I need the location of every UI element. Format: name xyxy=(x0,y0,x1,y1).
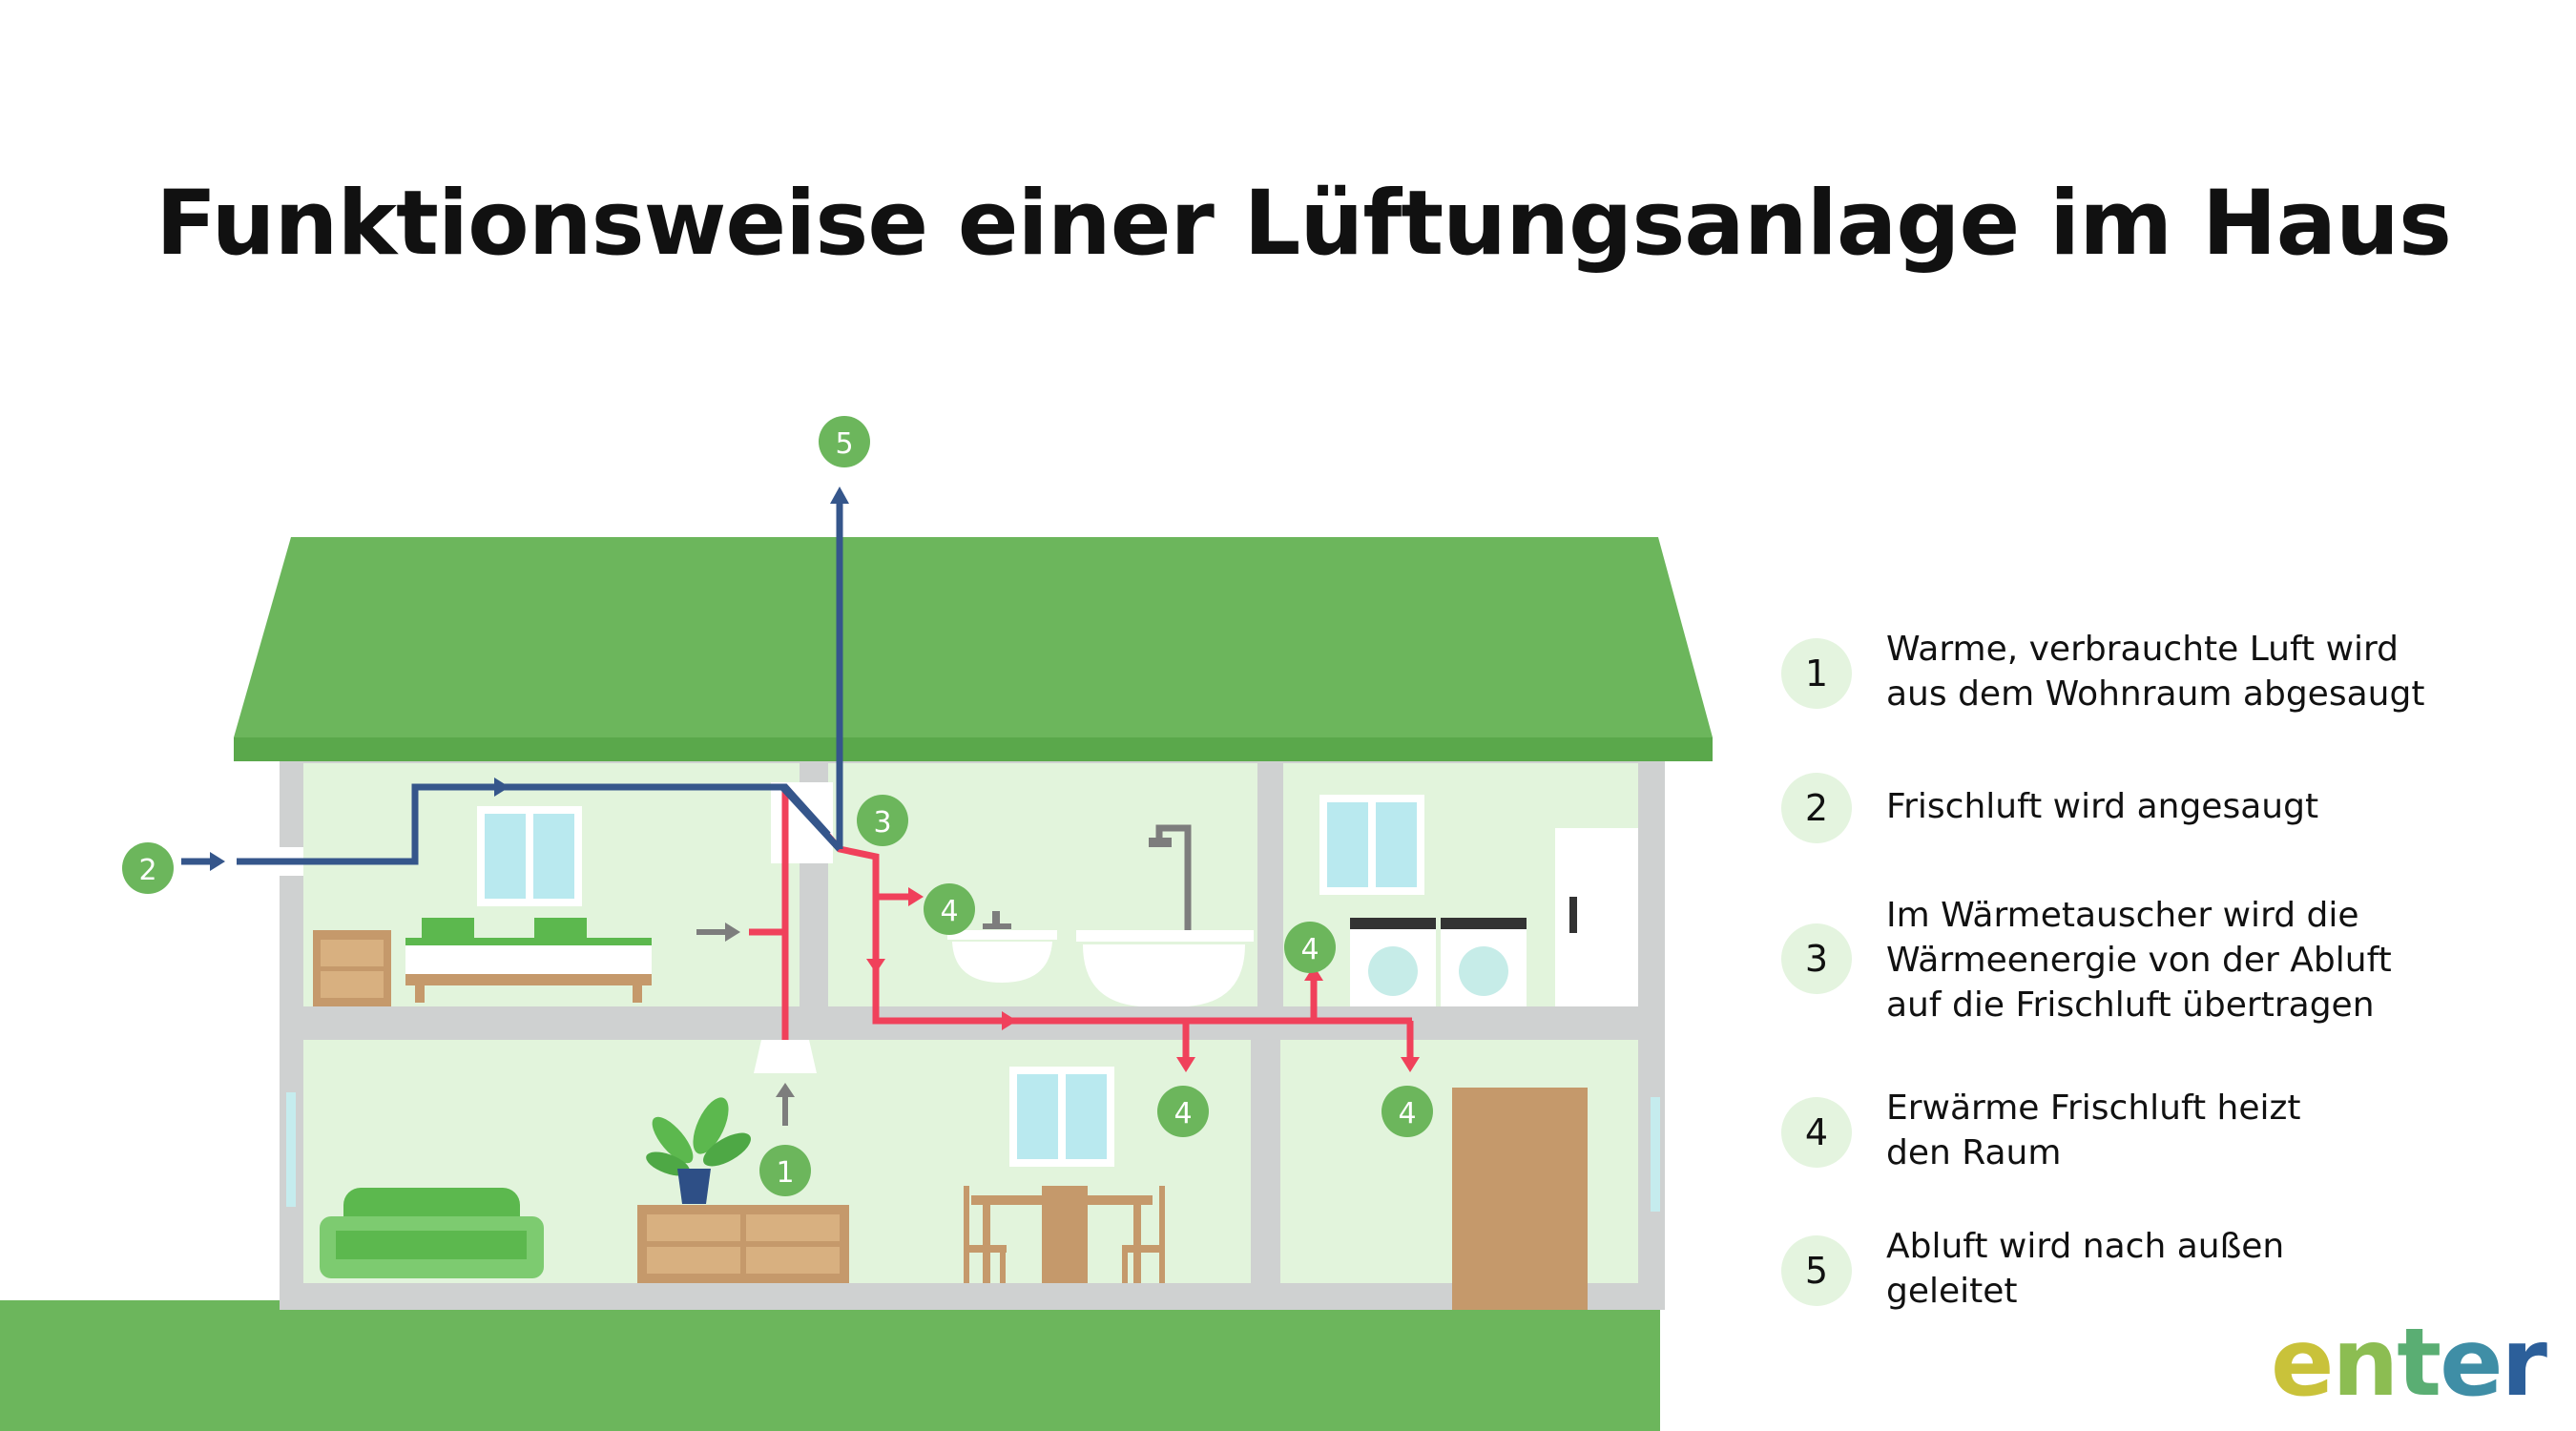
marker-2-label: 2 xyxy=(138,854,156,887)
marker-4-hall: 4 xyxy=(1381,1086,1433,1137)
dining-table xyxy=(964,1186,1165,1283)
marker-4-living-label: 4 xyxy=(1174,1097,1192,1130)
marker-5-label: 5 xyxy=(835,427,853,461)
legend-text-5: Abluft wird nach außen geleitet xyxy=(1886,1227,2285,1311)
sink xyxy=(947,911,1057,983)
bed xyxy=(405,918,652,1003)
marker-4-hall-label: 4 xyxy=(1398,1097,1416,1130)
ground xyxy=(0,1300,1660,1431)
legend-text-2: Frischluft wird angesaugt xyxy=(1886,787,2319,826)
bedroom-window xyxy=(477,806,582,906)
door xyxy=(1452,1088,1588,1310)
marker-1: 1 xyxy=(759,1145,811,1196)
dryer xyxy=(1441,918,1527,1006)
side-window-left xyxy=(286,1092,296,1207)
marker-4-bathroom-label: 4 xyxy=(940,895,958,928)
bathtub xyxy=(1076,930,1254,1006)
legend-number-4: 4 xyxy=(1781,1097,1852,1168)
marker-4-living: 4 xyxy=(1157,1086,1209,1137)
logo-letter-r: r xyxy=(2501,1309,2547,1418)
exhaust-vent xyxy=(754,1040,817,1073)
legend-number-3: 3 xyxy=(1781,923,1852,994)
fresh-air-arrowheads xyxy=(210,487,849,871)
house-plant xyxy=(646,1097,751,1204)
sideboard xyxy=(637,1205,849,1283)
legend-text-3: Im Wärmetauscher wird die Wärmeenergie v… xyxy=(1886,896,2392,1025)
fresh-air-inlet-right xyxy=(779,784,842,852)
washing-machine xyxy=(1350,918,1436,1006)
laundry-window xyxy=(1319,795,1424,895)
heat-exchanger-unit xyxy=(771,782,833,863)
nightstand xyxy=(313,930,391,1006)
marker-4-laundry-label: 4 xyxy=(1300,933,1319,966)
marker-4-bathroom: 4 xyxy=(924,883,975,935)
roof xyxy=(234,537,1713,737)
warm-air-arrowheads xyxy=(866,887,1420,1072)
marker-2: 2 xyxy=(122,842,174,894)
logo-letter-n: n xyxy=(2332,1309,2399,1418)
legend-text-4: Erwärme Frischluft heizt den Raum xyxy=(1886,1089,2301,1172)
roof-eave xyxy=(234,737,1713,761)
logo-letter-e1: e xyxy=(2271,1309,2334,1418)
airflow-arrow-grey-up xyxy=(776,1083,795,1126)
sofa xyxy=(320,1188,544,1278)
enter-logo: enter xyxy=(2271,1309,2547,1418)
marker-4-laundry: 4 xyxy=(1284,922,1336,973)
legend-number-5: 5 xyxy=(1781,1235,1852,1306)
side-window-right xyxy=(1651,1097,1660,1212)
marker-5: 5 xyxy=(819,416,870,467)
living-window xyxy=(1009,1067,1114,1167)
logo-letter-e2: e xyxy=(2440,1309,2503,1418)
marker-1-label: 1 xyxy=(776,1156,794,1190)
marker-3: 3 xyxy=(857,795,908,846)
fridge xyxy=(1555,828,1638,1006)
page-title: Funktionsweise einer Lüftungsanlage im H… xyxy=(156,172,2452,276)
legend-number-2: 2 xyxy=(1781,773,1852,843)
marker-3-label: 3 xyxy=(873,806,891,840)
legend-text-1: Warme, verbrauchte Luft wird aus dem Woh… xyxy=(1886,630,2425,714)
legend-number-1: 1 xyxy=(1781,638,1852,709)
airflow-arrow-grey-right xyxy=(696,923,740,942)
logo-letter-t: t xyxy=(2397,1309,2441,1418)
